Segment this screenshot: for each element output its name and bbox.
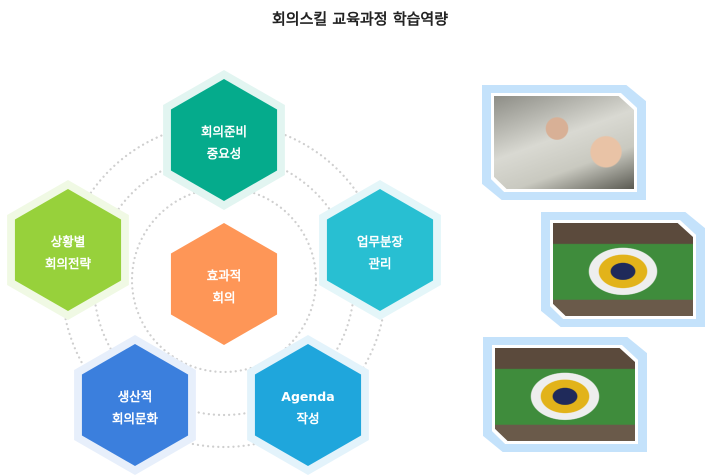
hex-effective-meeting-label-1: 효과적 (207, 268, 242, 283)
hex-effective-meeting-shape (170, 223, 278, 345)
hex-situational-strategy-label-1: 상황별 (51, 234, 86, 249)
hex-agenda-writing-shape (254, 344, 362, 466)
hex-agenda-writing-label-2: 작성 (296, 411, 319, 426)
team-activity-photo (495, 348, 635, 441)
hex-agenda-writing-label-1: Agenda (281, 389, 334, 404)
hex-productive-culture-shape (81, 344, 189, 466)
hex-meeting-preparation-label-2: 중요성 (207, 146, 242, 161)
hex-meeting-preparation-shape (170, 79, 278, 201)
hex-situational-strategy-label-2: 회의전략 (45, 256, 92, 271)
hex-situational-strategy-shape (14, 189, 122, 311)
hex-effective-meeting-label-2: 회의 (212, 290, 235, 305)
hex-task-assignment-label-1: 업무분장 (357, 234, 404, 249)
hex-task-assignment-label-2: 관리 (368, 256, 391, 271)
hex-productive-culture-label-2: 회의문화 (112, 411, 159, 426)
hex-agenda-writing: Agenda 작성 (247, 335, 369, 475)
hex-task-assignment-shape (326, 189, 434, 311)
page-title: 회의스킬 교육과정 학습역량 (271, 10, 449, 28)
photo-frame-2 (541, 212, 705, 327)
photo-frame-3 (483, 337, 647, 452)
photo-frame-1 (482, 85, 646, 200)
team-activity-photo (553, 223, 693, 316)
hex-productive-culture-label-1: 생산적 (118, 389, 153, 404)
meeting-participants-photo (494, 96, 634, 189)
hex-meeting-preparation-label-1: 회의준비 (201, 124, 247, 139)
